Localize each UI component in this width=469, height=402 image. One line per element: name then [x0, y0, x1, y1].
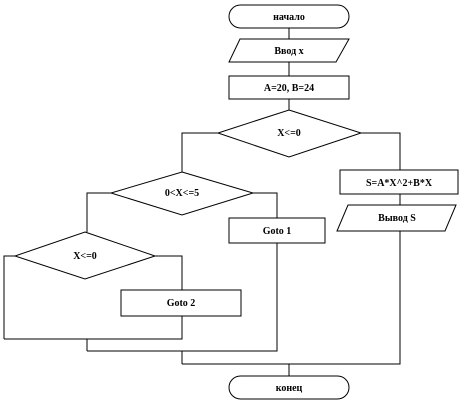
output-s-block: Вывод S [336, 204, 457, 232]
assign-label: A=20, B=24 [264, 83, 314, 94]
condition-2-label: 0<X<=5 [165, 188, 199, 199]
goto-2-block: Goto 2 [120, 289, 242, 317]
connector-cond2-no [86, 192, 111, 232]
compute-label: S=A*X^2+B*X [366, 178, 433, 189]
assign-block: A=20, B=24 [228, 75, 350, 100]
goto-1-block: Goto 1 [228, 217, 326, 244]
condition-3-diamond: X<=0 [13, 231, 157, 280]
connector-output-merge [182, 231, 401, 365]
condition-2-diamond: 0<X<=5 [109, 171, 255, 216]
connector-cond1-no [181, 132, 218, 172]
compute-block: S=A*X^2+B*X [339, 169, 459, 195]
end-terminator: конец [228, 375, 350, 400]
output-s-label: Вывод S [378, 213, 416, 224]
end-label: конец [276, 383, 303, 394]
connector-cond3-yes [155, 255, 183, 290]
goto-2-label: Goto 2 [167, 298, 196, 309]
goto-1-label: Goto 1 [263, 226, 292, 237]
connector-goto1-down [87, 243, 278, 352]
input-x-label: Ввод x [274, 46, 303, 57]
condition-1-label: X<=0 [277, 128, 301, 139]
connector-goto2-down [4, 316, 183, 340]
connectors [3, 28, 401, 376]
condition-3-label: X<=0 [73, 251, 97, 262]
start-label: начало [273, 12, 305, 23]
input-x-block: Ввод x [228, 38, 350, 63]
condition-1-diamond: X<=0 [216, 109, 363, 158]
start-terminator: начало [228, 4, 350, 29]
connector-cond1-yes [361, 132, 401, 170]
connector-cond2-yes [253, 192, 278, 218]
connector-cond3-no [3, 255, 15, 339]
